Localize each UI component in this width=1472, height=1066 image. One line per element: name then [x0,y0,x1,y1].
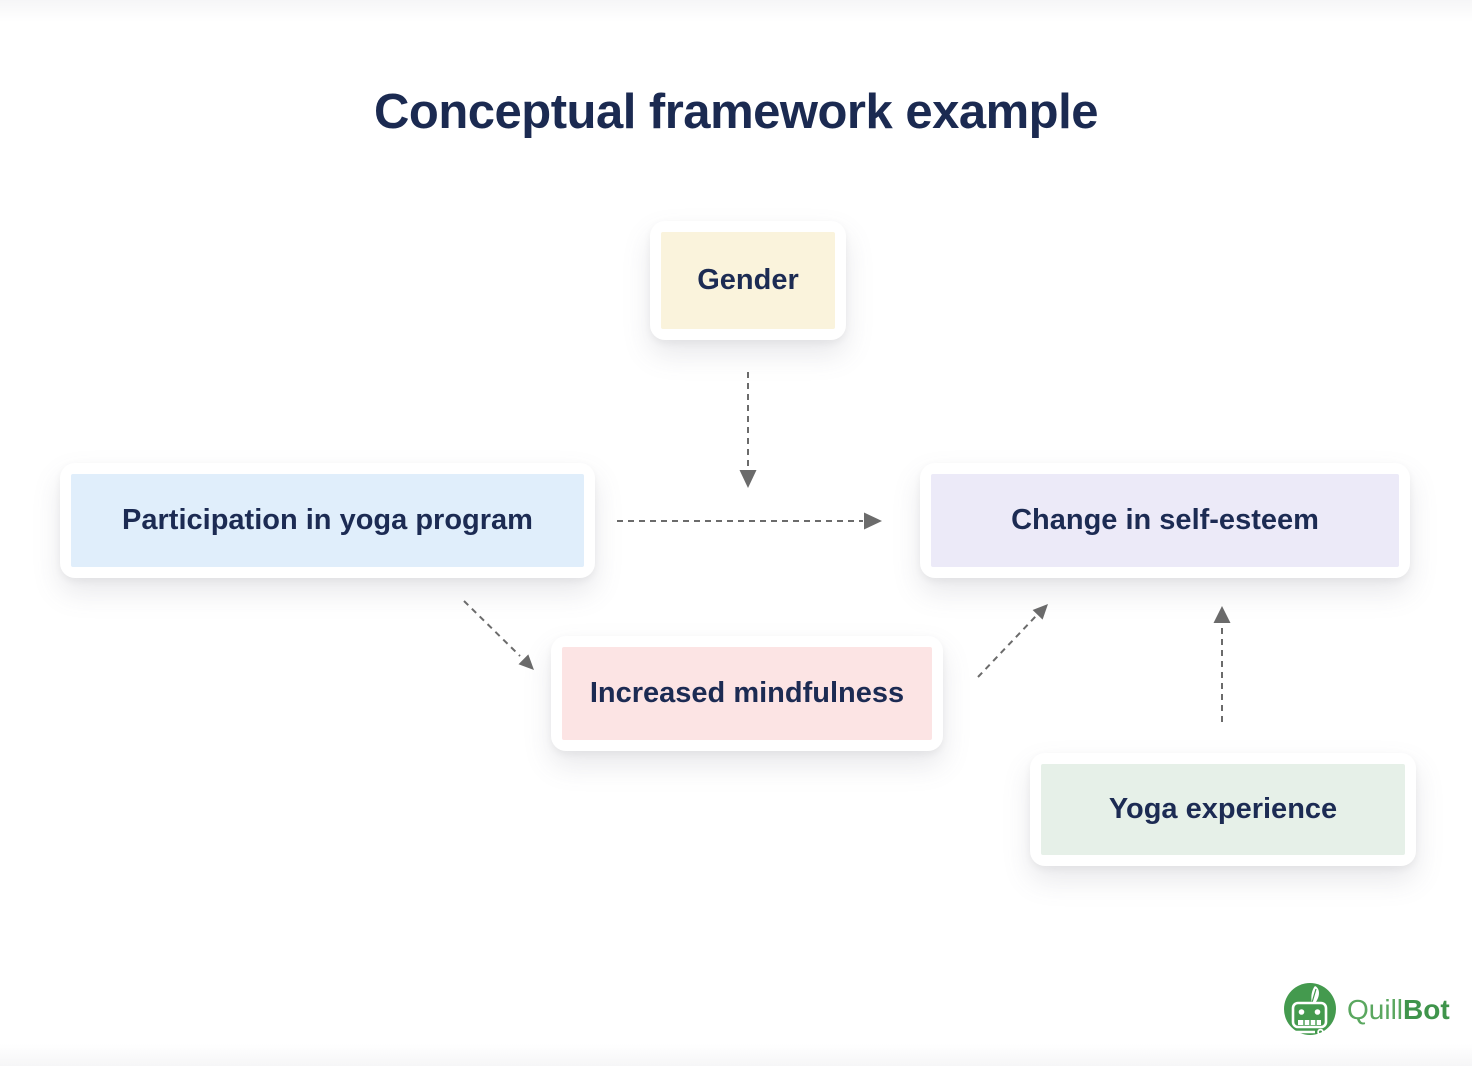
quillbot-logo: QuillBot [1282,982,1450,1038]
node-participation: Participation in yoga program [60,463,595,578]
arrow-participation-to-self-esteem [617,512,882,530]
wordmark-bot: Bot [1403,994,1450,1025]
node-self-esteem: Change in self-esteem [920,463,1410,578]
arrow-participation-to-mindfulness [463,600,534,670]
node-mindfulness-label: Increased mindfulness [562,647,932,740]
arrow-yoga-experience-to-self-esteem [1213,606,1231,722]
node-gender-label: Gender [661,232,835,329]
quillbot-wordmark: QuillBot [1347,982,1450,1038]
node-yoga-experience-label: Yoga experience [1041,764,1405,855]
node-gender: Gender [650,221,846,340]
wordmark-quill: Quill [1347,994,1404,1025]
node-yoga-experience: Yoga experience [1030,753,1416,866]
arrow-mindfulness-to-self-esteem [977,604,1048,678]
page-title: Conceptual framework example [374,85,1098,139]
node-mindfulness: Increased mindfulness [551,636,943,751]
quillbot-robot-icon [1284,983,1336,1036]
node-participation-label: Participation in yoga program [71,474,584,567]
arrow-gender-to-mediation-path [739,372,757,488]
node-self-esteem-label: Change in self-esteem [931,474,1399,567]
